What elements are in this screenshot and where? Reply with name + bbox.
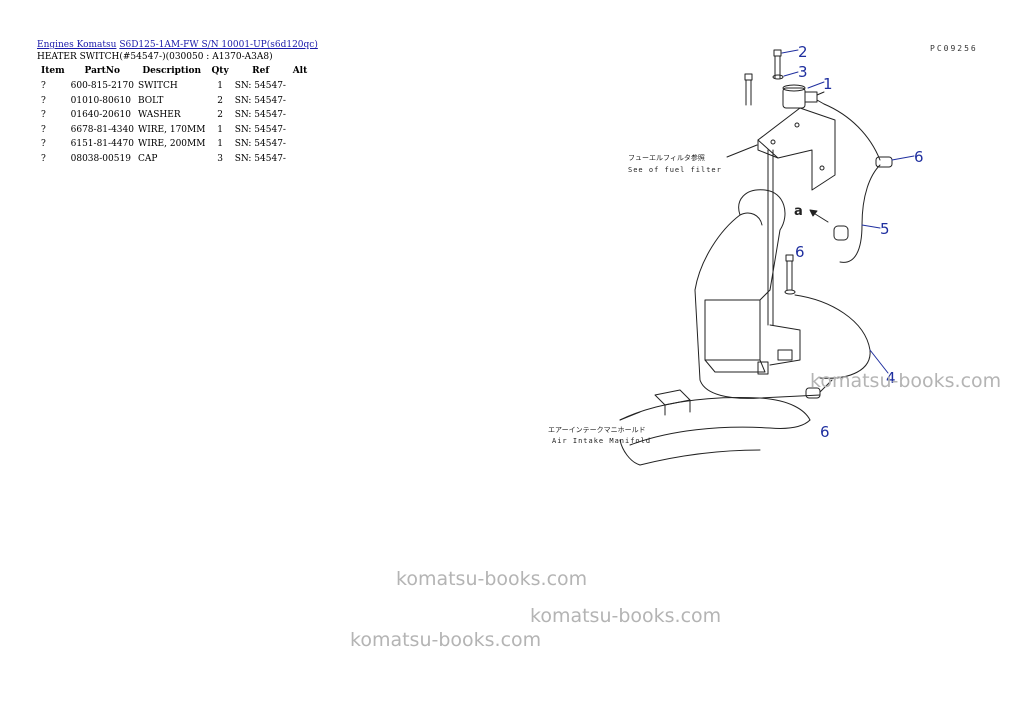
cell-partno: 01640-20610 xyxy=(70,110,131,121)
cell-alt xyxy=(289,152,312,167)
watermark-text: komatsu-books.com xyxy=(350,629,542,651)
cell-item: ? xyxy=(41,81,46,92)
air-intake-manifold-drawing xyxy=(619,389,811,466)
breadcrumb-link-model[interactable]: S6D125-1AM-FW S/N 10001-UP(s6d120qc) xyxy=(119,40,318,50)
column-header-item: Item xyxy=(41,66,65,76)
cell-alt xyxy=(289,94,312,109)
cell-qty: 2 xyxy=(217,95,223,106)
table-row: ? 08038-00519 CAP 3 SN: 54547- xyxy=(37,152,311,167)
cell-ref: SN: 54547- xyxy=(234,95,286,106)
callout-1: 1 xyxy=(823,75,833,93)
cell-description: WIRE, 170MM xyxy=(137,124,206,135)
cell-ref: SN: 54547- xyxy=(234,153,286,164)
cell-ref: SN: 54547- xyxy=(234,124,286,135)
label-manifold-jp: エアーインテークマニホールド xyxy=(548,426,646,434)
column-header-partno: PartNo xyxy=(84,66,121,76)
table-header-row: Item PartNo Description Qty Ref Alt xyxy=(37,65,311,79)
callout-6-middle: 6 xyxy=(795,243,805,261)
cell-ref: SN: 54547- xyxy=(234,81,286,92)
lower-bolt-drawing xyxy=(784,254,796,295)
leader-lines xyxy=(781,49,915,374)
cell-partno: 6151-81-4470 xyxy=(70,139,134,150)
cell-partno: 01010-80610 xyxy=(70,95,131,106)
cell-alt xyxy=(289,79,312,94)
bracket-drawing xyxy=(757,107,836,191)
cell-alt xyxy=(289,137,312,152)
page-title: HEATER SWITCH(#54547-)(030050 : A1370-A3… xyxy=(37,52,273,62)
callout-3: 3 xyxy=(798,63,808,81)
cell-alt xyxy=(289,108,312,123)
cell-description: BOLT xyxy=(137,95,164,106)
callout-6-bottom: 6 xyxy=(820,423,830,441)
cell-partno: 08038-00519 xyxy=(70,153,131,164)
detail-arrowhead xyxy=(809,209,818,217)
cell-ref: SN: 54547- xyxy=(234,110,286,121)
cell-qty: 2 xyxy=(217,110,223,121)
label-fuel-filter-jp: フューエルフィルタ参照 xyxy=(628,153,705,162)
cell-item: ? xyxy=(41,139,46,150)
cap-drawing xyxy=(833,225,849,241)
cell-qty: 1 xyxy=(217,124,223,135)
parts-table: Item PartNo Description Qty Ref Alt ? 60… xyxy=(37,65,311,166)
table-row: ? 01640-20610 WASHER 2 SN: 54547- xyxy=(37,108,311,123)
lower-cap-drawing xyxy=(805,387,821,399)
detail-label-a: a xyxy=(794,204,803,219)
cell-qty: 1 xyxy=(217,81,223,92)
watermark-text: komatsu-books.com xyxy=(810,370,1002,392)
callout-2: 2 xyxy=(798,43,808,61)
cell-item: ? xyxy=(41,95,46,106)
column-header-qty: Qty xyxy=(211,66,229,76)
cell-description: WIRE, 200MM xyxy=(137,139,206,150)
cell-qty: 1 xyxy=(217,139,223,150)
callout-6-top: 6 xyxy=(914,148,924,166)
cell-alt xyxy=(289,123,312,138)
callout-4: 4 xyxy=(886,369,896,387)
breadcrumb: Engines Komatsu S6D125-1AM-FW S/N 10001-… xyxy=(37,40,318,50)
cell-item: ? xyxy=(41,124,46,135)
wire-5-drawing xyxy=(823,103,893,263)
cell-partno: 600-815-2170 xyxy=(70,81,134,92)
bolt-drawing xyxy=(773,49,782,79)
cell-qty: 3 xyxy=(217,153,223,164)
table-row: ? 6151-81-4470 WIRE, 200MM 1 SN: 54547- xyxy=(37,137,311,152)
callout-5: 5 xyxy=(880,220,890,238)
watermark-text: komatsu-books.com xyxy=(396,568,588,590)
table-row: ? 6678-81-4340 WIRE, 170MM 1 SN: 54547- xyxy=(37,123,311,138)
breadcrumb-link-engines[interactable]: Engines Komatsu xyxy=(37,40,117,50)
parts-diagram: PC09256 xyxy=(548,43,978,466)
watermark-text: komatsu-books.com xyxy=(530,605,722,627)
cell-description: WASHER xyxy=(137,110,181,121)
cell-partno: 6678-81-4340 xyxy=(70,124,134,135)
cell-description: SWITCH xyxy=(137,81,178,92)
cell-ref: SN: 54547- xyxy=(234,139,286,150)
column-header-alt: Alt xyxy=(292,66,308,76)
table-row: ? 01010-80610 BOLT 2 SN: 54547- xyxy=(37,94,311,109)
wire-4-drawing xyxy=(794,294,871,379)
diagram-code: PC09256 xyxy=(930,44,978,53)
cell-item: ? xyxy=(41,153,46,164)
heater-switch-drawing xyxy=(782,84,825,109)
cell-item: ? xyxy=(41,110,46,121)
washer-drawing xyxy=(772,74,784,80)
side-bolt-drawing xyxy=(744,73,753,106)
column-header-ref: Ref xyxy=(252,66,270,76)
label-fuel-filter-en: See of fuel filter xyxy=(628,166,722,174)
engine-block-drawing xyxy=(694,189,821,399)
table-row: ? 600-815-2170 SWITCH 1 SN: 54547- xyxy=(37,79,311,94)
column-header-description: Description xyxy=(142,66,202,76)
label-manifold-en: Air Intake Manifold xyxy=(552,437,651,445)
cell-description: CAP xyxy=(137,153,158,164)
